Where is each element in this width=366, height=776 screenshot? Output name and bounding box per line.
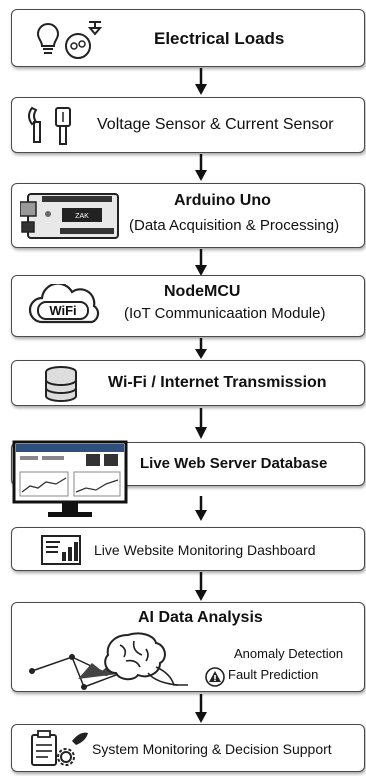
- node-title: AI Data Analysis: [138, 609, 263, 626]
- warning-icon: [205, 667, 225, 687]
- flow-arrow: [194, 249, 208, 277]
- node-ai-analysis: AI Data Analysis Anomaly Detection Fault…: [11, 602, 365, 692]
- arduino-board-icon: ZAK: [20, 188, 120, 242]
- flow-arrow: [194, 694, 208, 724]
- node-electrical-loads: Electrical Loads: [11, 9, 365, 67]
- node-title: System Monitoring & Decision Support: [92, 741, 332, 757]
- flow-arrow: [194, 154, 208, 182]
- flow-arrow: [194, 338, 208, 360]
- flow-arrow: [194, 68, 208, 96]
- wifi-cloud-icon: WiFi: [24, 284, 104, 328]
- node-dashboard: Live Website Monitoring Dashboard: [11, 527, 365, 571]
- dashboard-chart-icon: [40, 534, 82, 566]
- node-subtitle: (IoT Communicaation Module): [124, 305, 326, 322]
- flow-arrow: [194, 572, 208, 602]
- svg-text:WiFi: WiFi: [49, 303, 76, 318]
- database-icon: [42, 365, 80, 403]
- node-title: Live Website Monitoring Dashboard: [94, 542, 316, 558]
- brain-network-icon: [28, 629, 218, 691]
- ai-item-fault: Fault Prediction: [228, 667, 319, 682]
- node-sensors: Voltage Sensor & Current Sensor: [11, 97, 365, 153]
- node-title: Wi-Fi / Internet Transmission: [108, 374, 327, 391]
- flow-arrow: [194, 496, 208, 522]
- node-nodemcu: WiFi NodeMCU (IoT Communicaation Module): [11, 275, 365, 337]
- monitor-icon: [12, 440, 128, 520]
- node-title: Electrical Loads: [154, 29, 285, 48]
- node-title: Voltage Sensor & Current Sensor: [97, 116, 334, 133]
- ai-item-anomaly: Anomaly Detection: [234, 646, 344, 661]
- node-decision-support: System Monitoring & Decision Support: [11, 724, 365, 772]
- node-arduino: ZAK Arduino Uno (Data Acquisition & Proc…: [11, 183, 365, 248]
- sensor-icon: [24, 104, 84, 148]
- node-title: Arduino Uno: [174, 192, 271, 209]
- svg-text:ZAK: ZAK: [75, 213, 89, 220]
- clipboard-gear-icon: [28, 729, 90, 769]
- node-title: Live Web Server Database: [140, 455, 328, 472]
- node-subtitle: (Data Acquisition & Processing): [129, 217, 340, 234]
- bulb-icon: [34, 18, 104, 62]
- node-transmission: Wi-Fi / Internet Transmission: [11, 360, 365, 406]
- flow-arrow: [194, 408, 208, 440]
- node-title: NodeMCU: [164, 283, 241, 300]
